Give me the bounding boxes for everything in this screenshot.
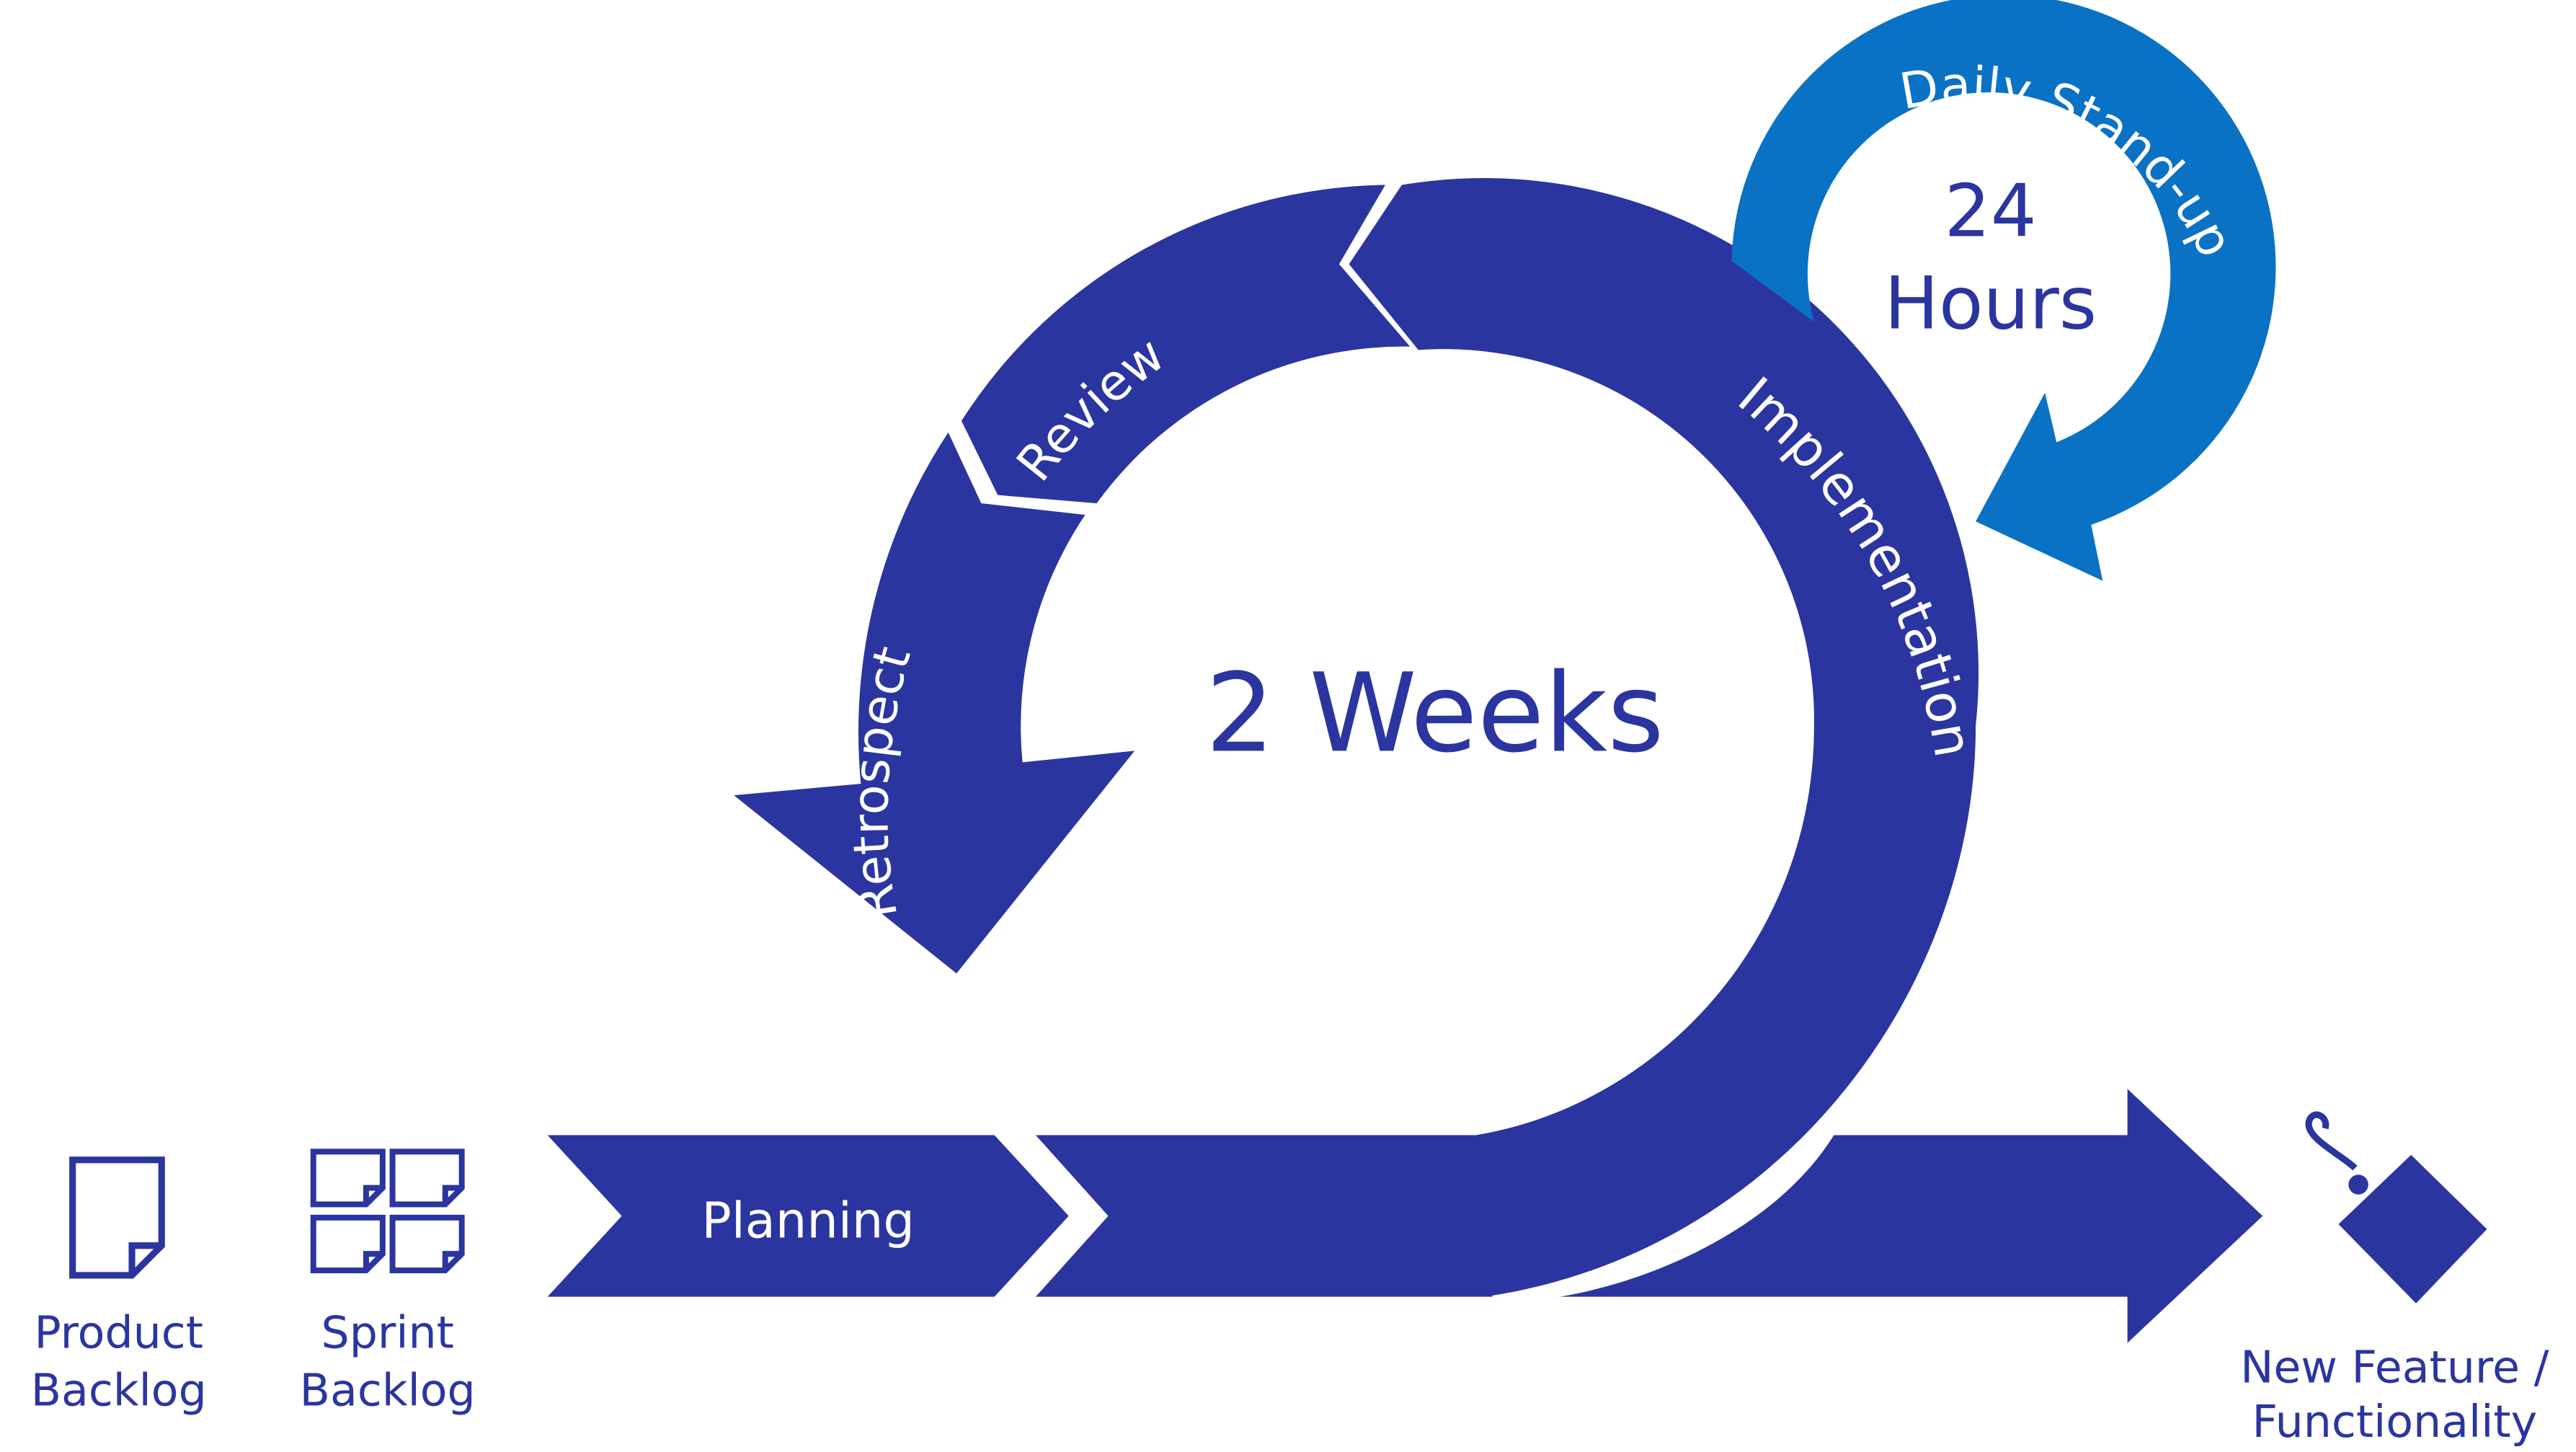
standup-duration-unit: Hours [1884, 262, 2097, 346]
standup-loop-arrow [1731, 0, 2276, 581]
product-backlog-label-line2: Backlog [31, 1365, 207, 1417]
price-tag-icon [2305, 1111, 2487, 1303]
document-icon [69, 1156, 165, 1279]
sprint-backlog-label-line1: Sprint [321, 1307, 454, 1359]
planning-chevron [547, 1135, 1069, 1297]
sprint-duration-label: 2 Weeks [1205, 650, 1664, 776]
standup-duration-value: 24 [1945, 169, 2037, 253]
planning-label: Planning [701, 1192, 915, 1249]
review-arc [961, 185, 1411, 504]
main-flow-connector [1035, 1135, 1493, 1297]
main-flow-arrow [1560, 1089, 2263, 1343]
output-label-line2: Functionality [2252, 1396, 2537, 1448]
retrospect-arrow [734, 432, 1135, 974]
document-grid-icon [310, 1148, 465, 1274]
product-backlog-label-line1: Product [34, 1307, 203, 1359]
output-label-line1: New Feature / [2240, 1342, 2549, 1394]
implementation-arc [1349, 178, 1979, 1297]
sprint-backlog-label-line2: Backlog [300, 1365, 476, 1417]
